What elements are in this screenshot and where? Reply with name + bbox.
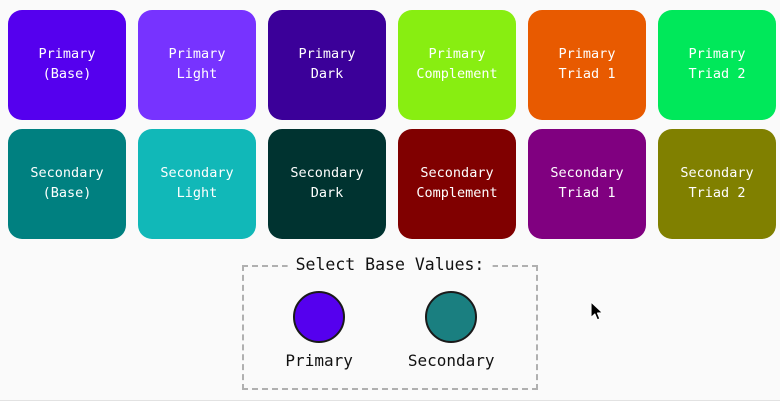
swatch-label-line2: Light bbox=[176, 185, 218, 201]
swatch-secondary-dark[interactable]: Secondary Dark bbox=[268, 129, 386, 239]
swatch-label-line2: Triad 1 bbox=[558, 66, 616, 82]
swatch-label-line1: Primary bbox=[168, 46, 226, 63]
swatch-label-line1: Secondary bbox=[160, 165, 234, 182]
base-value-primary[interactable]: Primary bbox=[285, 291, 353, 370]
swatch-label-line1: Primary bbox=[298, 46, 356, 63]
swatch-label-line1: Primary bbox=[558, 46, 616, 63]
swatch-label-line2: (Base) bbox=[42, 185, 92, 201]
palette-row-primary: Primary (Base) Primary Light Primary Dar… bbox=[8, 10, 776, 120]
swatch-label-line2: Dark bbox=[310, 66, 344, 82]
swatch-label-line2: (Base) bbox=[42, 66, 92, 82]
base-values-fieldset: Select Base Values: Primary Secondary bbox=[242, 255, 538, 390]
swatch-secondary-triad-1[interactable]: Secondary Triad 1 bbox=[528, 129, 646, 239]
swatch-primary-light[interactable]: Primary Light bbox=[138, 10, 256, 120]
color-circle-icon[interactable] bbox=[425, 291, 478, 343]
swatch-label-line2: Triad 1 bbox=[558, 185, 616, 201]
base-values-legend: Select Base Values: bbox=[287, 255, 493, 274]
swatch-label-line1: Secondary bbox=[290, 165, 364, 182]
swatch-label-line2: Complement bbox=[416, 185, 498, 201]
swatch-label-line1: Primary bbox=[38, 46, 96, 63]
swatch-label-line1: Secondary bbox=[30, 165, 104, 182]
bottom-divider bbox=[0, 400, 780, 401]
swatch-primary-triad-2[interactable]: Primary Triad 2 bbox=[658, 10, 776, 120]
swatch-label-line1: Primary bbox=[688, 46, 746, 63]
color-circle-icon[interactable] bbox=[293, 291, 346, 343]
palette-swatch-grid: Primary (Base) Primary Light Primary Dar… bbox=[8, 10, 776, 239]
base-value-secondary[interactable]: Secondary bbox=[408, 291, 495, 370]
bottom-strip bbox=[0, 401, 780, 406]
swatch-secondary-triad-2[interactable]: Secondary Triad 2 bbox=[658, 129, 776, 239]
swatch-secondary-base[interactable]: Secondary (Base) bbox=[8, 129, 126, 239]
base-value-secondary-label: Secondary bbox=[407, 351, 495, 370]
swatch-label-line1: Secondary bbox=[680, 165, 754, 182]
swatch-label-line2: Triad 2 bbox=[688, 185, 746, 201]
swatch-secondary-light[interactable]: Secondary Light bbox=[138, 129, 256, 239]
swatch-primary-dark[interactable]: Primary Dark bbox=[268, 10, 386, 120]
swatch-label-line2: Triad 2 bbox=[688, 66, 746, 82]
swatch-label-line2: Dark bbox=[310, 185, 344, 201]
palette-row-secondary: Secondary (Base) Secondary Light Seconda… bbox=[8, 129, 776, 239]
base-values-row: Primary Secondary bbox=[244, 291, 536, 370]
swatch-label-line2: Complement bbox=[416, 66, 498, 82]
swatch-primary-base[interactable]: Primary (Base) bbox=[8, 10, 126, 120]
swatch-primary-complement[interactable]: Primary Complement bbox=[398, 10, 516, 120]
swatch-primary-triad-1[interactable]: Primary Triad 1 bbox=[528, 10, 646, 120]
swatch-label-line1: Secondary bbox=[550, 165, 624, 182]
swatch-label-line1: Primary bbox=[428, 46, 486, 63]
swatch-label-line1: Secondary bbox=[420, 165, 494, 182]
swatch-secondary-complement[interactable]: Secondary Complement bbox=[398, 129, 516, 239]
arrow-pointer-icon bbox=[590, 301, 606, 323]
swatch-label-line2: Light bbox=[176, 66, 218, 82]
base-value-primary-label: Primary bbox=[285, 351, 353, 370]
